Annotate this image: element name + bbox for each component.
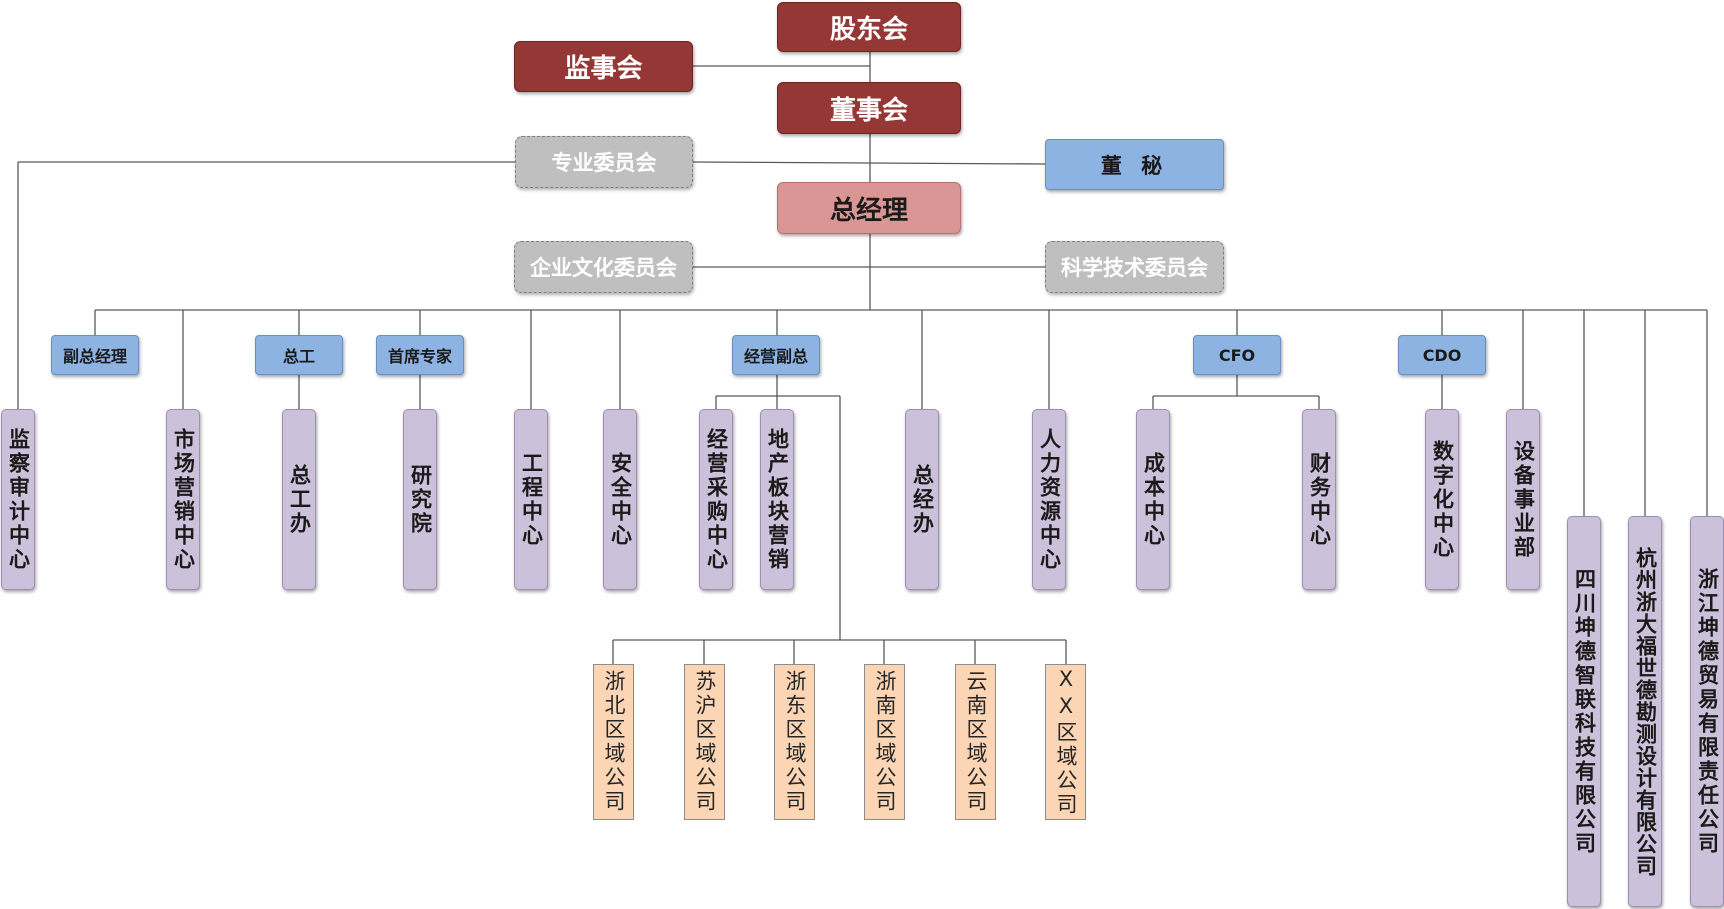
region-yunnan-box: 云南区域公司 xyxy=(955,664,996,820)
chief-engineer-office-label: 总工办 xyxy=(287,463,312,536)
chief-engineer-box: 总工 xyxy=(255,335,343,375)
region-yunnan-label: 云南区域公司 xyxy=(964,670,988,814)
marketing-center-box: 市场营销中心 xyxy=(166,409,200,590)
hr-center-label: 人力资源中心 xyxy=(1037,427,1062,572)
region-suhu-label: 苏沪区域公司 xyxy=(693,670,717,814)
finance-center-label: 财务中心 xyxy=(1307,451,1332,548)
cdo-box: CDO xyxy=(1398,335,1486,375)
region-xx-label: XX区域公司 xyxy=(1054,667,1078,817)
digital-center-box: 数字化中心 xyxy=(1425,409,1459,590)
cfo-box: CFO xyxy=(1193,335,1281,375)
region-zhebei-box: 浙北区域公司 xyxy=(593,664,634,820)
equipment-division-box: 设备事业部 xyxy=(1506,409,1540,590)
region-zhenan-label: 浙南区域公司 xyxy=(873,670,897,814)
sichuan-subsidiary-label: 四川坤德智联科技有限公司 xyxy=(1572,567,1597,856)
region-zhenan-box: 浙南区域公司 xyxy=(864,664,905,820)
marketing-center-label: 市场营销中心 xyxy=(171,427,196,572)
gm-office-box: 总经办 xyxy=(905,409,939,590)
research-institute-label: 研究院 xyxy=(408,463,433,536)
hr-center-box: 人力资源中心 xyxy=(1032,409,1066,590)
finance-center-box: 财务中心 xyxy=(1302,409,1336,590)
equipment-division-label: 设备事业部 xyxy=(1511,439,1536,560)
real-estate-sales-label: 地产板块营销 xyxy=(765,427,790,572)
procurement-center-label: 经营采购中心 xyxy=(704,427,729,572)
board-of-directors-box: 董事会 xyxy=(777,82,961,134)
safety-center-label: 安全中心 xyxy=(608,451,633,548)
zhejiang-trade-subsidiary-label: 浙江坤德贸易有限责任公司 xyxy=(1695,567,1720,856)
cost-center-box: 成本中心 xyxy=(1136,409,1170,590)
research-institute-box: 研究院 xyxy=(403,409,437,590)
digital-center-label: 数字化中心 xyxy=(1430,439,1455,560)
chief-expert-box: 首席专家 xyxy=(376,335,464,375)
supervisory-board-box: 监事会 xyxy=(514,41,693,92)
board-secretary-box: 董 秘 xyxy=(1045,139,1224,190)
corporate-culture-committee-box: 企业文化委员会 xyxy=(514,241,693,293)
business-deputy-gm-box: 经营副总 xyxy=(732,335,820,375)
zhejiang-trade-subsidiary-box: 浙江坤德贸易有限责任公司 xyxy=(1690,516,1724,907)
gm-office-label: 总经办 xyxy=(910,463,935,536)
hangzhou-subsidiary-box: 杭州浙大福世德勘测设计有限公司 xyxy=(1628,516,1662,907)
region-suhu-box: 苏沪区域公司 xyxy=(684,664,725,820)
hangzhou-subsidiary-label: 杭州浙大福世德勘测设计有限公司 xyxy=(1633,546,1658,877)
shareholders-meeting-box: 股东会 xyxy=(777,2,961,52)
general-manager-box: 总经理 xyxy=(777,182,961,234)
science-technology-committee-box: 科学技术委员会 xyxy=(1045,241,1224,293)
deputy-gm-box: 副总经理 xyxy=(51,335,139,375)
procurement-center-box: 经营采购中心 xyxy=(699,409,733,590)
engineering-center-label: 工程中心 xyxy=(519,451,544,548)
sichuan-subsidiary-box: 四川坤德智联科技有限公司 xyxy=(1567,516,1601,907)
professional-committees-box: 专业委员会 xyxy=(515,136,693,188)
cost-center-label: 成本中心 xyxy=(1141,451,1166,548)
region-zhedong-label: 浙东区域公司 xyxy=(783,670,807,814)
audit-center-label: 监察审计中心 xyxy=(6,427,31,572)
region-zhedong-box: 浙东区域公司 xyxy=(774,664,815,820)
audit-center-box: 监察审计中心 xyxy=(1,409,35,590)
safety-center-box: 安全中心 xyxy=(603,409,637,590)
region-xx-box: XX区域公司 xyxy=(1045,664,1086,820)
engineering-center-box: 工程中心 xyxy=(514,409,548,590)
chief-engineer-office-box: 总工办 xyxy=(282,409,316,590)
region-zhebei-label: 浙北区域公司 xyxy=(602,670,626,814)
real-estate-sales-box: 地产板块营销 xyxy=(760,409,794,590)
